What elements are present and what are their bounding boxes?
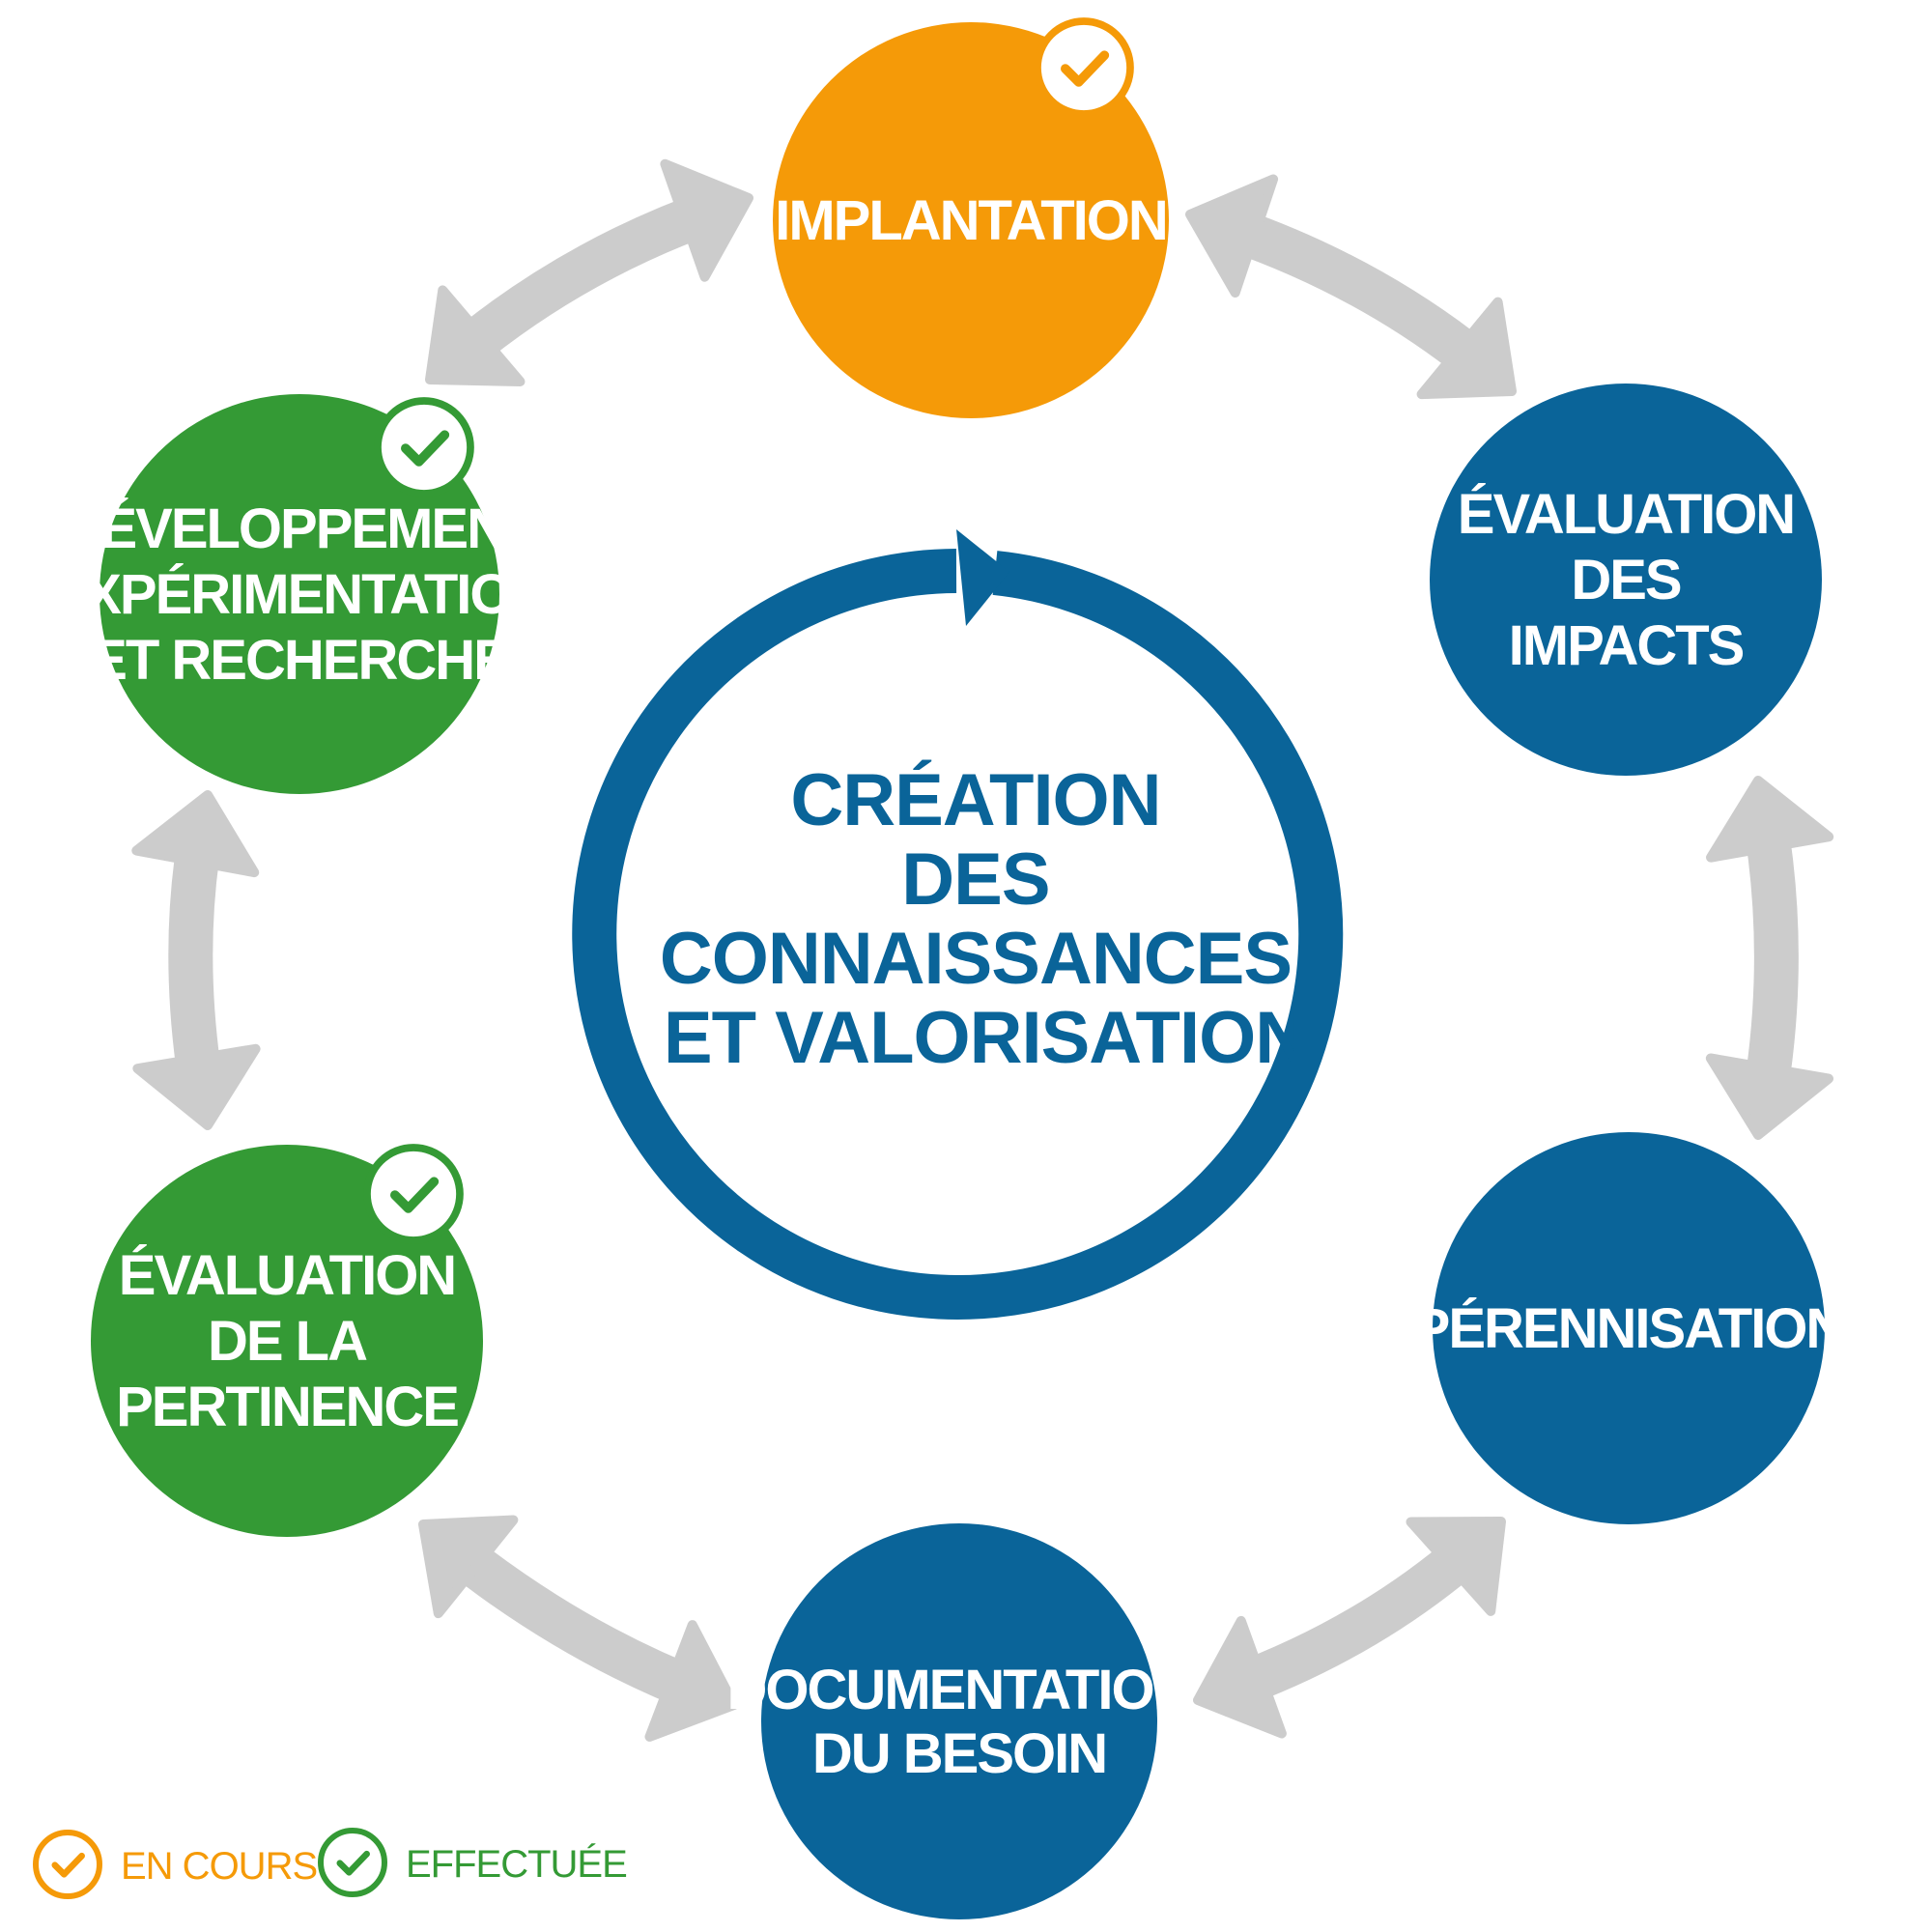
double-arrow-icon [440,188,724,376]
node-label-line: DES [1571,549,1681,611]
node-label-line: DE LA [208,1310,367,1373]
double-arrow-icon [1215,204,1501,388]
node-label-line: PÉRENNISATION [1413,1297,1845,1360]
legend: EN COURS EFFECTUÉE [33,1828,628,1899]
cycle-arrow-icon [572,549,1344,1320]
double-arrow-icon [435,1528,713,1715]
connector-arrow [418,1515,739,1742]
node-label-line: IMPLANTATION [775,189,1167,252]
center-title-line: ET VALORISATION [664,997,1307,1079]
node-label-line: ET RECHERCHE [90,629,509,692]
node-circle [99,394,499,794]
center-title-line: CONNAISSANCES [660,918,1292,1000]
connectors [131,158,1834,1742]
cycle-arrowhead-icon [956,529,1009,626]
arrowhead-icon [425,285,526,386]
node-circle [773,22,1169,418]
legend-item-effectuee: EFFECTUÉE [318,1828,628,1897]
connector-arrow [1705,776,1834,1140]
center-title-line: DES [901,838,1049,921]
connector-arrow [1193,1517,1506,1739]
arrowhead-icon [660,158,753,282]
node-label: PÉRENNISATION [1413,1297,1845,1360]
center-title-line: CRÉATION [790,759,1160,841]
center-cycle: CRÉATION DES CONNAISSANCES ET VALORISATI… [572,529,1344,1320]
check-circle-icon [33,1830,102,1899]
node-circle [761,1523,1157,1919]
node-implantation: IMPLANTATION [773,17,1169,418]
arrowhead-icon [132,1043,261,1130]
node-label-line: DOCUMENTATION [727,1659,1192,1721]
node-label-line: PERTINENCE [116,1376,458,1438]
node-label-line: IMPACTS [1509,614,1744,677]
arrowhead-icon [1185,174,1279,298]
arrowhead-icon [418,1515,519,1619]
node-circle [1430,384,1822,776]
arrowhead-icon [1406,1517,1506,1616]
connector-arrow [425,158,753,386]
node-label-line: DÉVELOPPEMENT [62,497,539,560]
node-label-line: EXPÉRIMENTATION [49,563,551,626]
check-circle-icon [363,1144,464,1244]
node-circle [91,1145,483,1537]
check-circle-icon [374,397,474,497]
arrowhead-icon [644,1620,739,1742]
legend-label: EN COURS [121,1845,317,1888]
check-circle-icon [318,1828,387,1897]
connector-arrow [1185,174,1517,400]
legend-item-en_cours: EN COURS [33,1830,318,1899]
arrowhead-icon [1706,776,1834,863]
legend-label: EFFECTUÉE [406,1842,627,1886]
center-title: CRÉATION DES CONNAISSANCES ET VALORISATI… [660,759,1311,1079]
arrowhead-icon [1416,297,1517,400]
arrowhead-icon [131,790,260,878]
node-label-line: DU BESOIN [812,1722,1106,1785]
node-label-line: ÉVALUATION [1458,483,1794,546]
node-circle [1433,1132,1825,1524]
node-perennisation: PÉRENNISATION [1413,1132,1846,1524]
double-arrow-icon [1221,1525,1493,1710]
double-arrow-icon [1742,808,1799,1107]
node-label-line: ÉVALUATION [119,1244,455,1307]
arrowhead-icon [1705,1053,1834,1140]
check-circle-icon [1034,17,1134,118]
node-label: IMPLANTATION [775,189,1167,252]
arrowhead-icon [1193,1615,1287,1739]
connector-arrow [131,790,261,1130]
